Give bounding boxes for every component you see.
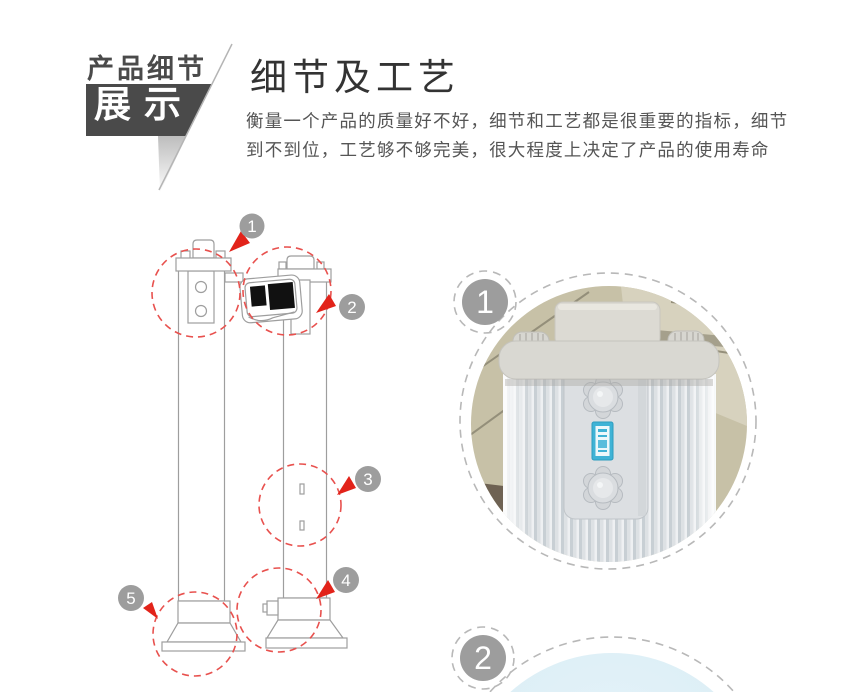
callout-number-5: 5 bbox=[126, 589, 135, 608]
column-flange bbox=[498, 340, 720, 380]
dashed-circle-1 bbox=[151, 248, 241, 338]
dashed-circle-4 bbox=[236, 567, 322, 653]
photo-1-scene bbox=[471, 286, 747, 562]
dashed-circle-2 bbox=[242, 246, 332, 336]
callout-number-1: 1 bbox=[247, 217, 256, 236]
badge-label-top: 产品细节 bbox=[87, 54, 207, 84]
description-line-2: 到不到位，工艺够不够完美，很大程度上决定了产品的使用寿命 bbox=[246, 140, 770, 160]
page-description: 衡量一个产品的质量好不好，细节和工艺都是很重要的指标，细节 到不到位，工艺够不够… bbox=[246, 107, 788, 165]
display-unit-drawing bbox=[239, 274, 303, 324]
photo-badge-2-ring bbox=[451, 626, 515, 690]
photo-badge-2 bbox=[460, 635, 506, 681]
arrow-icon-3 bbox=[337, 476, 356, 495]
callout-badge-1 bbox=[239, 213, 265, 239]
callout-number-3: 3 bbox=[363, 470, 372, 489]
photo-number-1: 1 bbox=[476, 284, 494, 320]
photo-badge-1-ring bbox=[453, 270, 517, 334]
callout-badge-4 bbox=[333, 567, 359, 593]
arrow-icon-1 bbox=[229, 231, 250, 252]
photo-number-2: 2 bbox=[474, 640, 492, 676]
product-line-diagram: 1 2 3 4 5 bbox=[118, 213, 381, 677]
detail-dashed-circles bbox=[151, 246, 342, 677]
arrow-icon-5 bbox=[143, 602, 158, 619]
description-line-1: 衡量一个产品的质量好不好，细节和工艺都是很重要的指标，细节 bbox=[246, 111, 789, 131]
callout-badge-2 bbox=[339, 294, 365, 320]
arrow-icon-2 bbox=[316, 294, 336, 313]
callout-number-4: 4 bbox=[341, 571, 350, 590]
badge-diagonal-line bbox=[158, 43, 233, 191]
page-title: 细节及工艺 bbox=[250, 57, 460, 98]
dashed-circle-3 bbox=[258, 463, 342, 547]
arrow-icon-4 bbox=[316, 580, 335, 599]
left-column-drawing bbox=[161, 239, 246, 652]
right-column-drawing bbox=[224, 255, 348, 649]
callout-badge-5 bbox=[118, 585, 144, 611]
badge-dark-block bbox=[86, 84, 212, 136]
callout-badge-3 bbox=[355, 466, 381, 492]
detail-photo-2 bbox=[460, 653, 764, 692]
brand-label bbox=[591, 421, 614, 461]
callout-badges: 1 2 3 4 5 bbox=[118, 213, 381, 611]
detail-photo-1 bbox=[471, 286, 747, 562]
photo-badge-1 bbox=[462, 279, 508, 325]
callout-number-2: 2 bbox=[347, 298, 356, 317]
callout-arrows bbox=[143, 231, 356, 619]
dashed-circle-5 bbox=[152, 591, 238, 677]
badge-label-bottom: 展示 bbox=[94, 84, 194, 125]
brand-badge-graphic bbox=[86, 43, 233, 192]
